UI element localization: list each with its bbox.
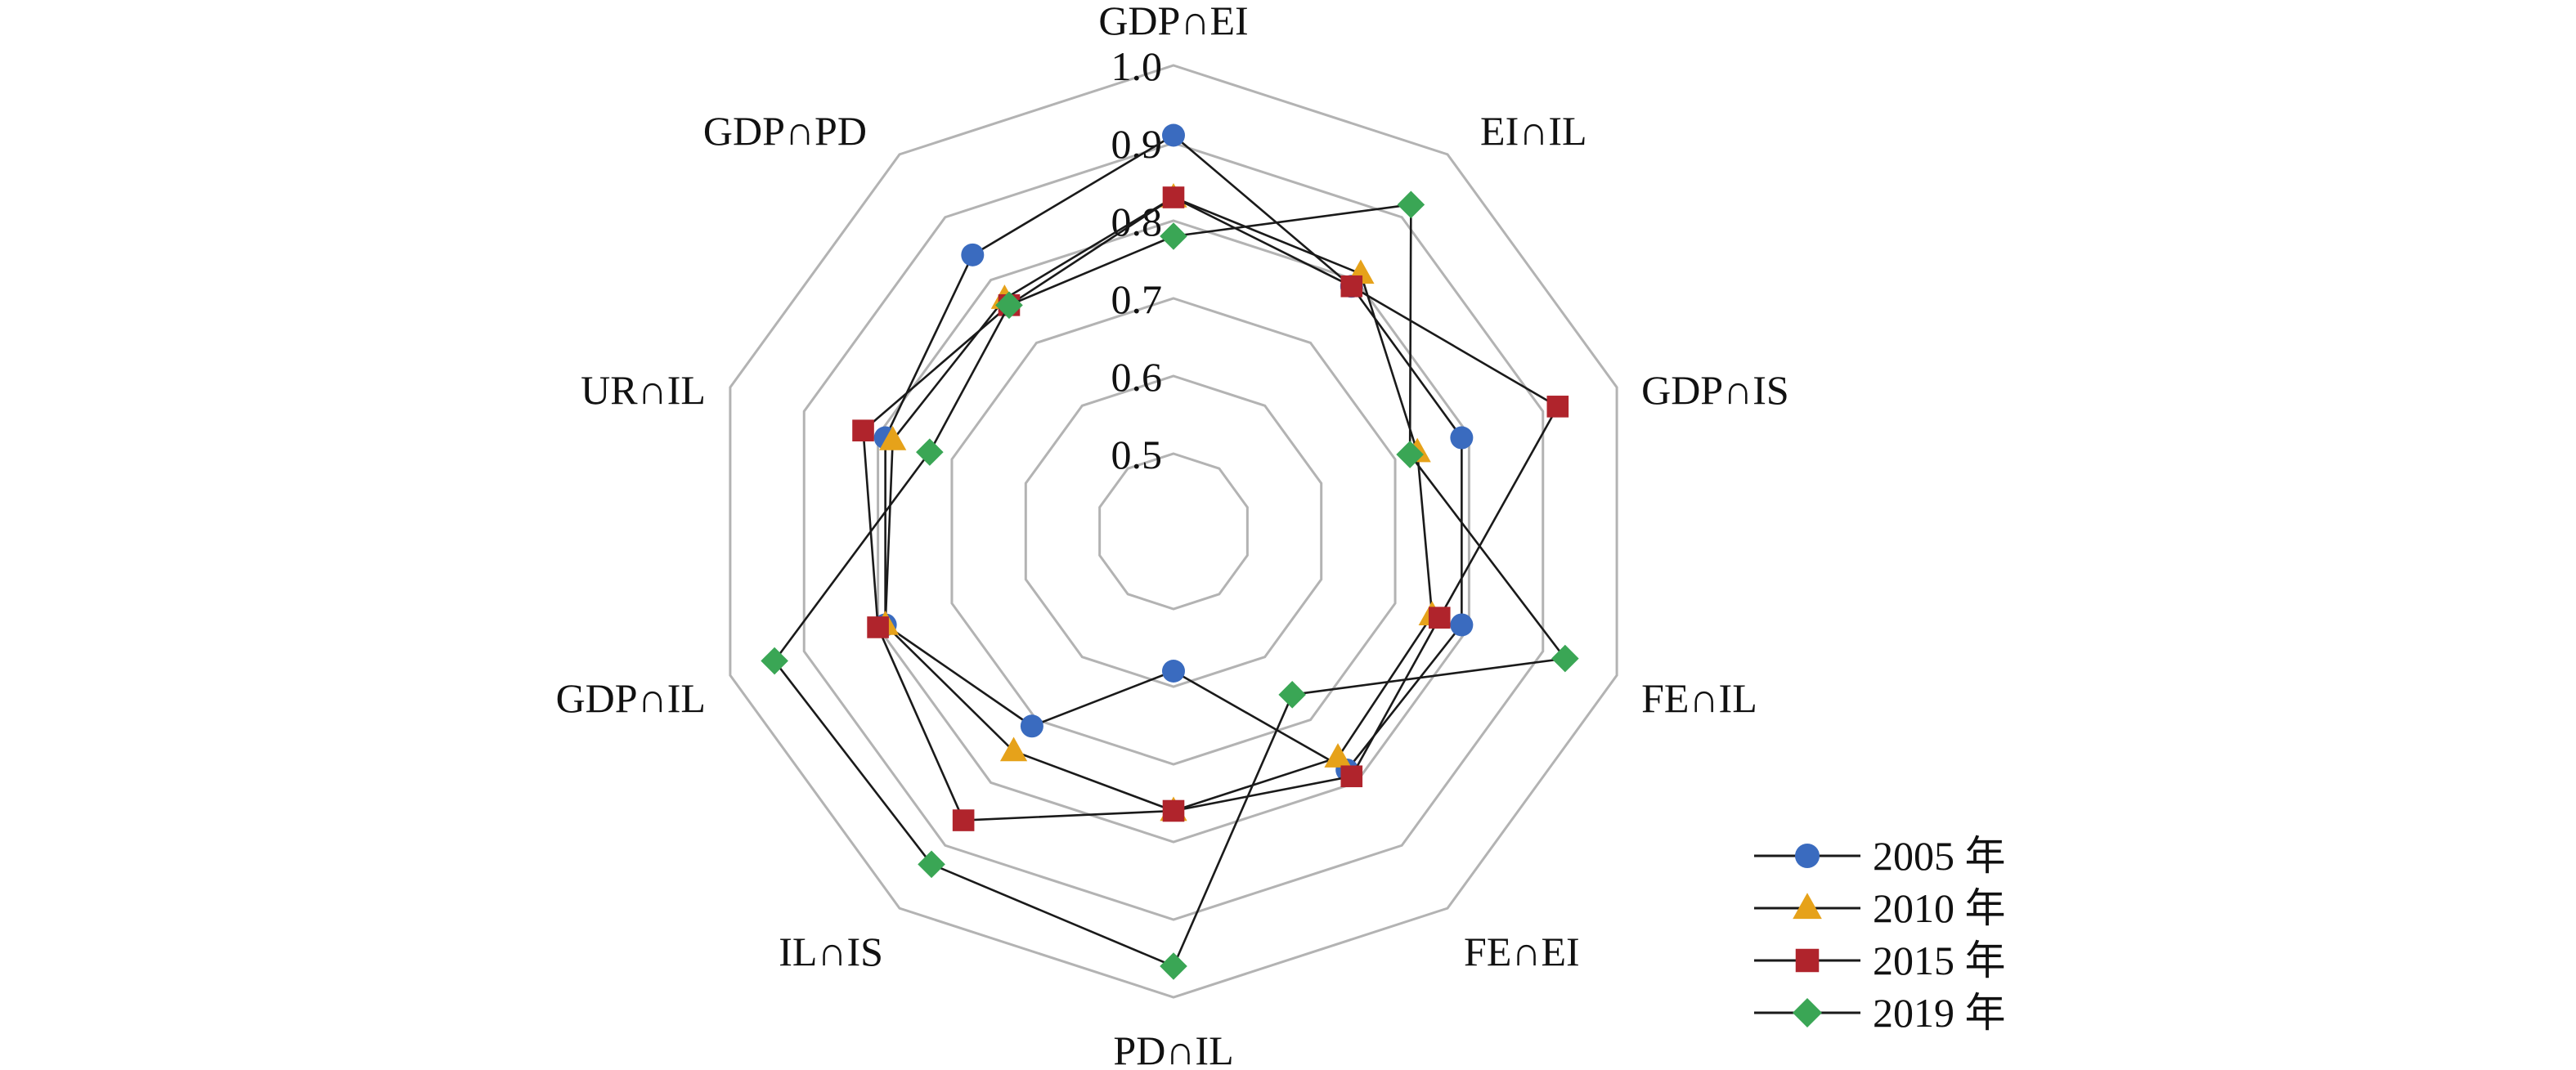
data-point <box>852 419 874 442</box>
data-point <box>879 425 907 450</box>
data-point <box>867 616 889 638</box>
data-point <box>1450 426 1474 450</box>
category-labels: GDP∩EI EI∩IL GDP∩IS FE∩IL FE∩EI PD∩IL IL∩IS GDP… <box>556 0 1789 1070</box>
tick-label: 0.5 <box>1111 432 1163 477</box>
category-label: GDP∩EI <box>1098 0 1248 43</box>
tick-label: 0.6 <box>1111 354 1163 400</box>
data-point <box>1162 123 1185 147</box>
data-point <box>1546 396 1569 418</box>
category-label: IL∩IS <box>779 929 883 974</box>
data-point <box>761 647 788 675</box>
data-point <box>1340 275 1363 298</box>
legend-label: 2010 年 <box>1873 885 2006 931</box>
data-point <box>1162 660 1185 683</box>
data-point <box>1162 186 1185 208</box>
legend: 2005 年 2010 年 2015 年 2019 年 <box>1754 833 2006 1036</box>
grid-ring-1.0 <box>729 64 1618 999</box>
data-point <box>961 243 985 266</box>
category-label: UR∩IL <box>581 367 706 413</box>
category-label: PD∩IL <box>1113 1027 1233 1070</box>
legend-label: 2019 年 <box>1873 990 2006 1036</box>
legend-label: 2015 年 <box>1873 938 2006 983</box>
tick-label: 1.0 <box>1111 43 1163 89</box>
series-2 <box>852 186 1569 831</box>
data-point <box>918 850 945 879</box>
grid-ring-0.7 <box>950 297 1397 766</box>
category-label: FE∩IL <box>1641 675 1757 721</box>
legend-item: 2010 年 <box>1754 885 2006 931</box>
data-point <box>999 736 1028 762</box>
series-line <box>773 204 1567 968</box>
legend-marker <box>1793 998 1822 1027</box>
data-point <box>1396 441 1424 468</box>
data-point <box>952 809 975 831</box>
legend-item: 2005 年 <box>1754 833 2006 879</box>
category-label: GDP∩IL <box>556 675 706 721</box>
grid-ring-0.9 <box>802 141 1545 921</box>
radar-grid <box>729 64 1618 999</box>
data-point <box>1160 222 1187 250</box>
legend-marker <box>1795 948 1820 973</box>
data-point <box>1397 190 1425 219</box>
data-point <box>1450 613 1474 637</box>
grid-ring-0.5 <box>1098 452 1249 611</box>
legend-item: 2015 年 <box>1754 938 2006 983</box>
data-point <box>995 291 1023 320</box>
legend-item: 2019 年 <box>1754 990 2006 1036</box>
data-point <box>1020 714 1043 738</box>
data-point <box>1428 607 1451 629</box>
category-label: GDP∩IS <box>1641 367 1789 413</box>
category-label: FE∩EI <box>1464 929 1580 974</box>
category-label: EI∩IL <box>1480 108 1587 154</box>
data-point <box>1278 681 1306 709</box>
grid-ring-0.8 <box>877 219 1470 844</box>
series-3 <box>761 190 1579 980</box>
series-group <box>761 123 1579 980</box>
data-point <box>1162 799 1185 822</box>
tick-label: 0.7 <box>1111 276 1163 322</box>
category-label: GDP∩PD <box>703 108 867 154</box>
data-point <box>1324 743 1352 768</box>
data-point <box>1340 765 1363 788</box>
legend-label: 2005 年 <box>1873 833 2006 879</box>
legend-marker <box>1793 893 1822 920</box>
tick-label: 0.9 <box>1111 121 1163 167</box>
legend-marker <box>1795 844 1820 868</box>
data-point <box>916 438 944 466</box>
grid-ring-0.6 <box>1024 374 1323 688</box>
series-line <box>862 196 1560 822</box>
data-point <box>1551 644 1579 673</box>
radial-tick-labels: 0.50.60.70.80.91.0 <box>1111 43 1163 477</box>
data-point <box>1160 952 1187 980</box>
